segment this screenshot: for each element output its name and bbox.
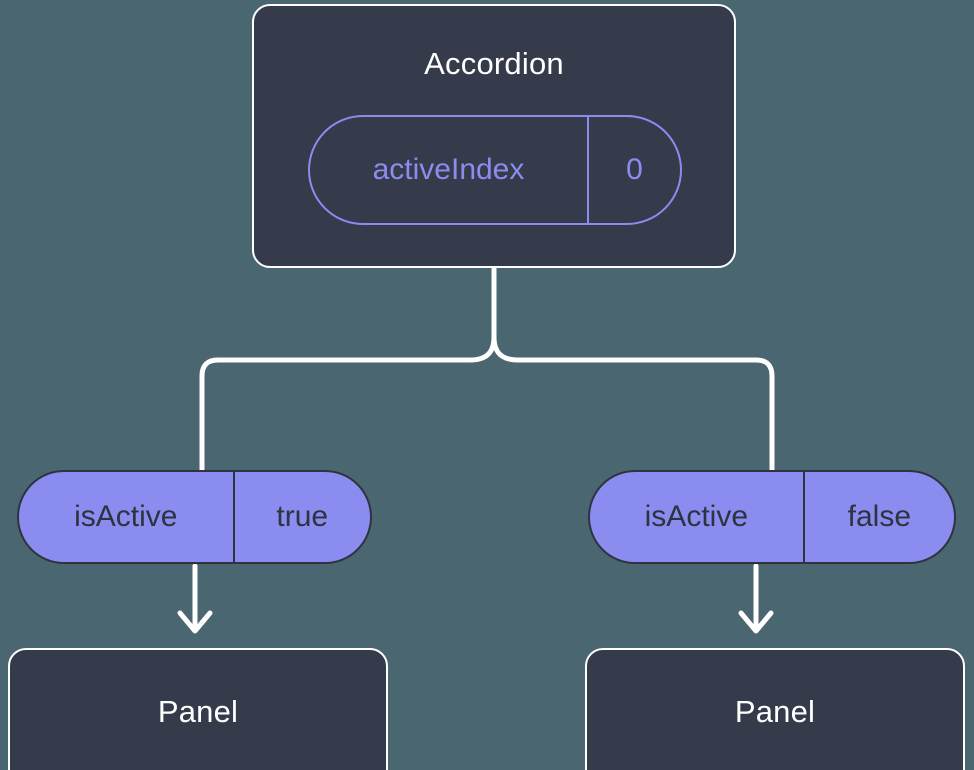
prop-pill-is-active-false[interactable]: isActive false [588,470,956,564]
state-pill-value: 0 [586,117,680,223]
prop-pill-is-active-true[interactable]: isActive true [17,470,372,564]
arrow-left-pill-to-panel [177,563,213,634]
panel-title: Panel [157,694,239,729]
accordion-title: Accordion [424,46,564,81]
panel-component-box-right[interactable]: Panel [585,648,965,770]
prop-pill-name: isActive [74,500,178,533]
wire-fork-left [199,334,497,473]
state-pill-active-index[interactable]: activeIndex 0 [308,115,682,225]
state-pill-name: activeIndex [372,153,525,186]
panel-component-box-left[interactable]: Panel [8,648,388,770]
prop-pill-name: isActive [644,500,748,533]
prop-pill-value: false [802,472,954,562]
arrow-right-pill-to-panel [738,563,774,634]
panel-title: Panel [734,694,816,729]
prop-pill-value: true [232,472,370,562]
wire-fork-right [491,334,775,473]
